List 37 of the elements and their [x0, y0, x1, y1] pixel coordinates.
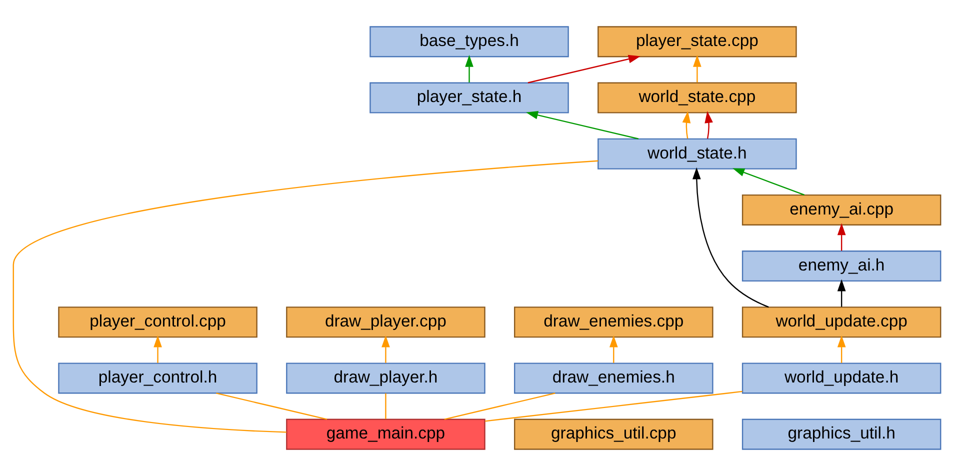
- arrow: [609, 335, 618, 363]
- arrow: [154, 335, 162, 363]
- arrow: [692, 167, 769, 308]
- connector: [12, 160, 598, 433]
- connector: [484, 390, 742, 422]
- arrow: [465, 54, 474, 82]
- arrow: [704, 111, 713, 139]
- node-box: world_state.cpp: [598, 82, 797, 114]
- node-box: enemy_ai.cpp: [742, 194, 942, 226]
- arrow: [837, 279, 846, 307]
- arrow: [732, 168, 805, 196]
- node-box: player_state.h: [370, 82, 569, 114]
- connector: [444, 392, 556, 420]
- node-box: world_state.h: [598, 138, 797, 170]
- node-box: enemy_ai.h: [742, 250, 942, 282]
- arrow: [837, 335, 846, 363]
- node-box: graphics_util.cpp: [514, 418, 714, 450]
- node-box: player_control.h: [58, 362, 258, 394]
- arrow: [526, 111, 639, 140]
- connector: [216, 392, 328, 420]
- node-box: player_state.cpp: [598, 26, 797, 58]
- node-box: world_update.cpp: [742, 306, 942, 338]
- arrow: [382, 335, 390, 363]
- arrow: [528, 54, 640, 84]
- node-box: base_types.h: [370, 26, 569, 58]
- connector: [385, 393, 386, 419]
- node-box: draw_enemies.h: [514, 362, 714, 394]
- arrow: [693, 54, 702, 82]
- node-box: draw_enemies.cpp: [514, 306, 714, 338]
- arrow: [837, 223, 846, 251]
- node-box: player_control.cpp: [58, 306, 258, 338]
- node-box: draw_player.h: [286, 362, 486, 394]
- node-box: game_main.cpp: [286, 418, 486, 450]
- node-box: graphics_util.h: [742, 418, 942, 450]
- node-box: draw_player.cpp: [286, 306, 486, 338]
- arrow: [682, 111, 691, 139]
- node-box: world_update.h: [742, 362, 942, 394]
